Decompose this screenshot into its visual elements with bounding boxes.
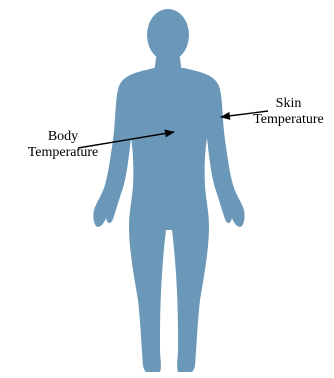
body-temperature-label-line2: Temperature <box>13 145 113 161</box>
body-temperature-label-line1: Body <box>13 129 113 145</box>
skin-temperature-label-line2: Temperature <box>243 112 334 128</box>
skin-temperature-label-line1: Skin <box>243 96 334 112</box>
human-body-silhouette-icon <box>93 9 244 372</box>
body-temperature-label: Body Temperature <box>13 129 113 161</box>
skin-temperature-label: Skin Temperature <box>243 96 334 128</box>
